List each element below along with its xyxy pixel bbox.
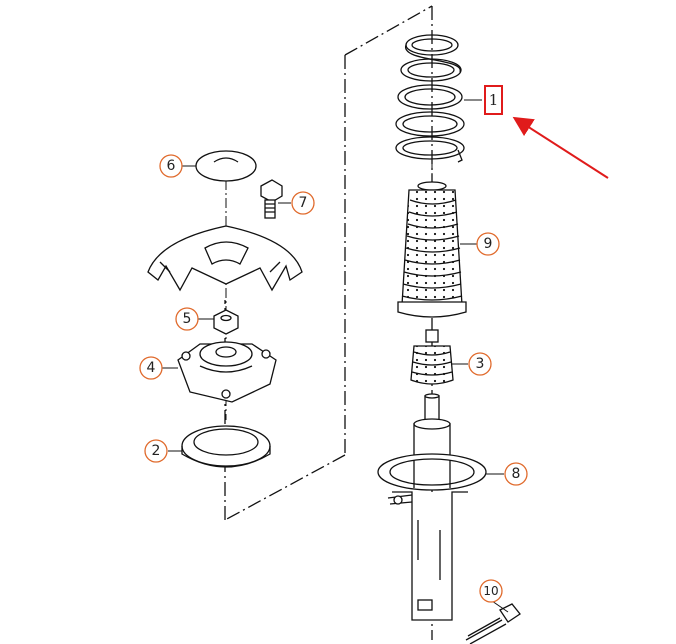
callout-9-label: 9: [484, 236, 493, 252]
splash-shield: [147, 225, 303, 292]
assembly-frame: [224, 5, 433, 640]
mount-bolt: [260, 179, 283, 219]
callout-7: 7: [291, 191, 315, 215]
strut-bearing: [181, 425, 271, 468]
callout-6: 6: [159, 154, 183, 178]
callout-1-highlight-box: [484, 85, 503, 115]
coil-spring: [395, 34, 465, 163]
shock-absorber: [377, 393, 487, 621]
callout-7-label: 7: [299, 195, 308, 211]
callout-2-label: 2: [152, 443, 161, 459]
highlight-arrow: [512, 116, 609, 179]
callout-2: 2: [144, 439, 168, 463]
callout-10: 10: [479, 579, 503, 603]
callout-1-label: 1: [489, 91, 499, 109]
top-mount: [177, 341, 277, 403]
callout-5: 5: [175, 307, 199, 331]
callout-6-label: 6: [167, 158, 176, 174]
callout-1: 1: [484, 85, 503, 115]
callout-5-label: 5: [183, 311, 192, 327]
bump-stop: [410, 329, 454, 385]
callout-4-label: 4: [147, 360, 156, 376]
strut-bolt: [465, 603, 521, 644]
leader-lines: [162, 99, 509, 613]
strut-cap: [195, 150, 257, 182]
callout-9: 9: [476, 232, 500, 256]
callout-3-label: 3: [476, 356, 485, 372]
callout-8-label: 8: [512, 466, 521, 482]
strut-nut: [213, 309, 239, 335]
callout-4: 4: [139, 356, 163, 380]
callout-10-label: 10: [483, 584, 498, 598]
callout-3: 3: [468, 352, 492, 376]
protective-boot: [397, 181, 467, 318]
callout-8: 8: [504, 462, 528, 486]
